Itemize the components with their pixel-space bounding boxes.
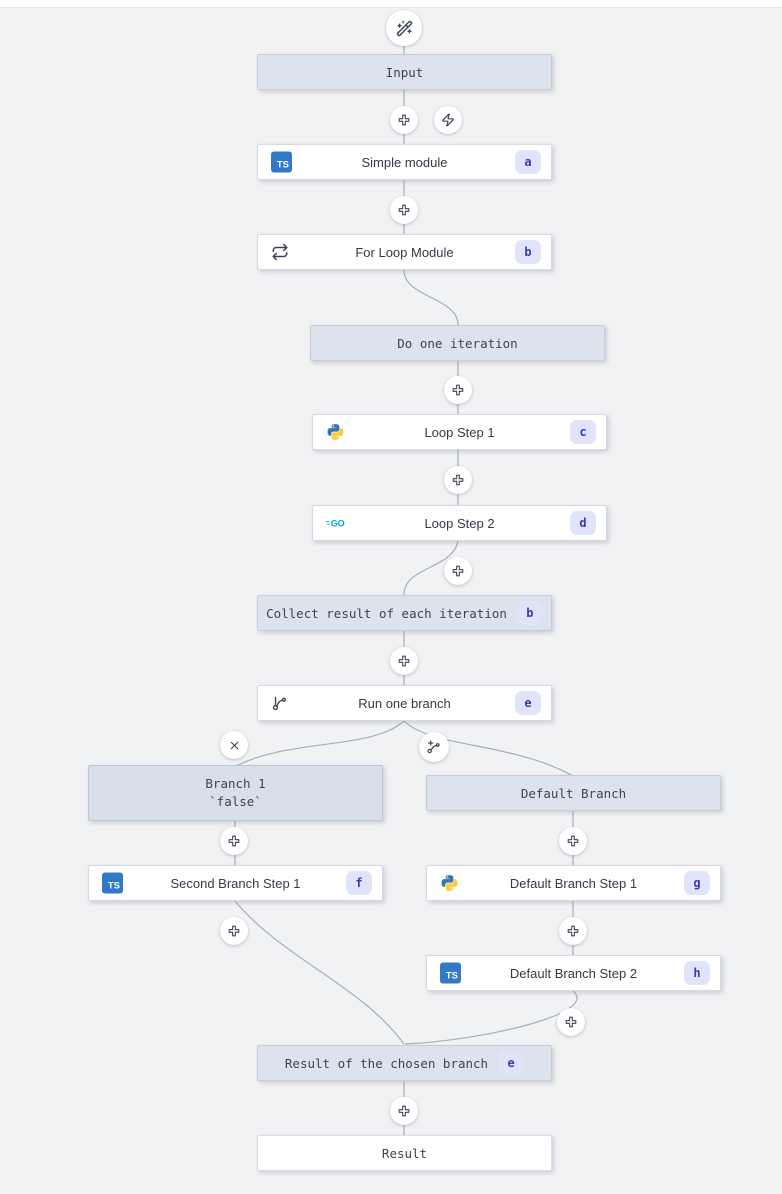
insert-step-button[interactable]: [390, 196, 418, 224]
plus-icon: [565, 1016, 577, 1028]
step-label: Second Branch Step 1: [170, 875, 301, 891]
collect-result-node[interactable]: Collect result of each iteration b: [257, 595, 552, 631]
step-label: Loop Step 2: [424, 515, 495, 531]
insert-step-button[interactable]: [444, 557, 472, 585]
step-default-branch-step-1[interactable]: Default Branch Step 1 g: [426, 865, 721, 901]
step-label: For Loop Module: [355, 244, 454, 260]
result-of-chosen-branch-node[interactable]: Result of the chosen branch e: [257, 1045, 552, 1081]
step-id-badge: a: [515, 150, 541, 174]
result-node[interactable]: Result: [257, 1135, 552, 1171]
step-label: Run one branch: [358, 695, 451, 711]
plus-icon: [228, 835, 240, 847]
trigger-button[interactable]: [434, 106, 462, 134]
default-branch-node[interactable]: Default Branch: [426, 775, 721, 811]
step-id-badge: f: [346, 871, 372, 895]
insert-step-button[interactable]: [559, 827, 587, 855]
do-one-iteration-node[interactable]: Do one iteration: [310, 325, 605, 361]
insert-step-button[interactable]: [444, 466, 472, 494]
step-id-badge: b: [515, 240, 541, 264]
do-one-iteration-label: Do one iteration: [397, 335, 518, 351]
ai-flow-builder-button[interactable]: [386, 10, 422, 46]
step-id-badge: h: [684, 961, 710, 985]
branch-1-node[interactable]: Branch 1 `false`: [88, 765, 383, 821]
typescript-icon: TS: [440, 962, 461, 984]
plus-icon: [567, 925, 579, 937]
top-divider: [0, 0, 782, 8]
step-id-badge: c: [570, 420, 596, 444]
branch-one-icon: [272, 696, 287, 711]
typescript-icon: TS: [102, 872, 123, 894]
insert-step-button[interactable]: [444, 376, 472, 404]
typescript-icon: TS: [271, 151, 292, 173]
step-loop-step-1[interactable]: Loop Step 1 c: [312, 414, 607, 450]
python-icon: [441, 875, 458, 891]
step-for-loop-module[interactable]: For Loop Module b: [257, 234, 552, 270]
insert-step-button[interactable]: [557, 1008, 585, 1036]
add-branch-button[interactable]: [419, 732, 449, 762]
input-node-label: Input: [385, 64, 424, 80]
step-id-badge: d: [570, 511, 596, 535]
insert-step-button[interactable]: [559, 917, 587, 945]
default-branch-label: Default Branch: [520, 785, 627, 801]
plus-icon: [567, 835, 579, 847]
insert-step-button[interactable]: [220, 917, 248, 945]
git-branch-plus-icon: [427, 740, 440, 754]
plus-icon: [228, 925, 240, 937]
plus-icon: [452, 565, 464, 577]
svg-text:GO: GO: [331, 518, 345, 528]
wand-sparkles-icon: [396, 20, 412, 36]
branch-1-predicate: `false`: [209, 794, 262, 809]
step-label: Simple module: [361, 154, 448, 170]
input-node[interactable]: Input: [257, 54, 552, 90]
step-id-badge: e: [515, 691, 541, 715]
result-label: Result: [381, 1145, 428, 1161]
step-loop-step-2[interactable]: GO Loop Step 2 d: [312, 505, 607, 541]
step-id-badge: b: [516, 601, 543, 625]
repeat-icon: [272, 243, 288, 261]
insert-step-button[interactable]: [390, 1097, 418, 1125]
step-id-badge: e: [498, 1051, 525, 1075]
step-default-branch-step-2[interactable]: TS Default Branch Step 2 h: [426, 955, 721, 991]
insert-step-button[interactable]: [390, 106, 418, 134]
zap-icon: [442, 113, 454, 127]
x-icon: [230, 741, 238, 749]
insert-step-button[interactable]: [390, 647, 418, 675]
result-of-chosen-branch-label: Result of the chosen branch: [284, 1055, 489, 1071]
step-label: Default Branch Step 2: [509, 965, 638, 981]
branch-1-label: Branch 1: [205, 776, 266, 791]
step-run-one-branch[interactable]: Run one branch e: [257, 685, 552, 721]
step-label: Default Branch Step 1: [509, 875, 638, 891]
plus-icon: [452, 474, 464, 486]
step-id-badge: g: [684, 871, 710, 895]
insert-step-button[interactable]: [220, 827, 248, 855]
plus-icon: [398, 114, 410, 126]
step-label: Loop Step 1: [424, 424, 495, 440]
step-second-branch-step-1[interactable]: TS Second Branch Step 1 f: [88, 865, 383, 901]
plus-icon: [452, 384, 464, 396]
python-icon: [327, 424, 344, 440]
plus-icon: [398, 655, 410, 667]
remove-branch-button[interactable]: [220, 731, 248, 759]
plus-icon: [398, 204, 410, 216]
go-icon: GO: [326, 518, 345, 528]
plus-icon: [398, 1105, 410, 1117]
collect-result-label: Collect result of each iteration: [266, 605, 507, 621]
step-simple-module[interactable]: TS Simple module a: [257, 144, 552, 180]
